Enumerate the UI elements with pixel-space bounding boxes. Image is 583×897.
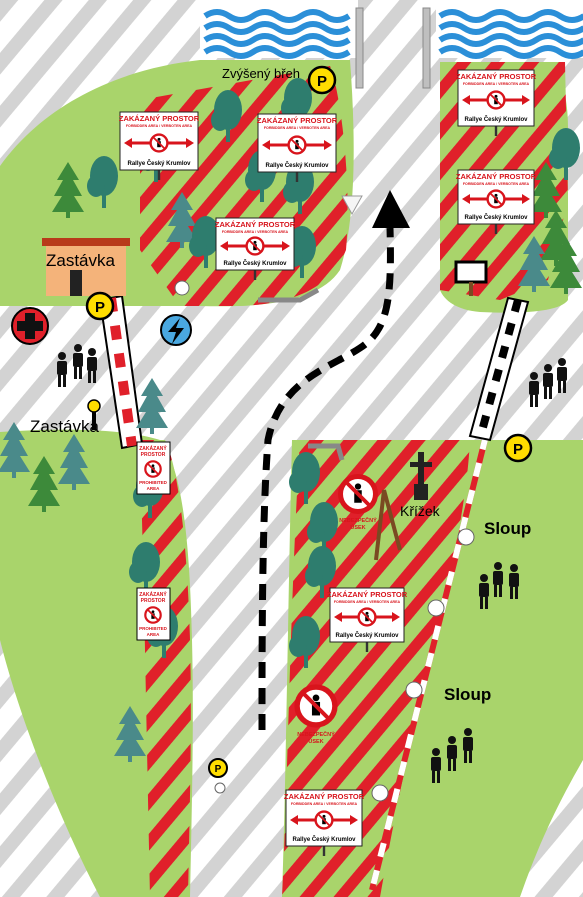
svg-text:Rallye Český Krumlov: Rallye Český Krumlov	[464, 214, 528, 221]
svg-text:ZAKÁZANÝ PROSTOR: ZAKÁZANÝ PROSTOR	[215, 220, 296, 229]
bus-stop-sign-left	[87, 399, 101, 430]
parking-icon-right[interactable]: P	[503, 433, 533, 463]
svg-text:FORBIDDEN AREA / VERBOTEN AREA: FORBIDDEN AREA / VERBOTEN AREA	[463, 82, 530, 86]
svg-text:FORBIDDEN AREA / VERBOTEN AREA: FORBIDDEN AREA / VERBOTEN AREA	[126, 124, 193, 128]
svg-text:ZAKÁZANÝ PROSTOR: ZAKÁZANÝ PROSTOR	[119, 114, 200, 123]
svg-text:PROHIBITED: PROHIBITED	[139, 626, 168, 631]
svg-text:ZAKÁZANÝ PROSTOR: ZAKÁZANÝ PROSTOR	[257, 116, 338, 125]
parking-icon-left[interactable]: P	[85, 291, 115, 321]
svg-text:ZAKÁZANÝ: ZAKÁZANÝ	[139, 445, 167, 452]
svg-text:ZAKÁZANÝ: ZAKÁZANÝ	[139, 591, 167, 598]
svg-text:Rallye Český Krumlov: Rallye Český Krumlov	[265, 162, 329, 169]
label-zvyseny-breh: Zvýšený břeh	[222, 66, 300, 81]
grey-rail-right	[308, 443, 345, 461]
svg-text:AREA: AREA	[147, 486, 161, 491]
svg-text:PROHIBITED: PROHIBITED	[139, 480, 168, 485]
svg-text:ZAKÁZANÝ PROSTOR: ZAKÁZANÝ PROSTOR	[456, 72, 537, 81]
svg-text:Rallye Český Krumlov: Rallye Český Krumlov	[335, 632, 399, 639]
svg-text:FORBIDDEN AREA / VERBOTEN AREA: FORBIDDEN AREA / VERBOTEN AREA	[463, 182, 530, 186]
svg-text:ZAKÁZANÝ PROSTOR: ZAKÁZANÝ PROSTOR	[456, 172, 537, 181]
svg-text:FORBIDDEN AREA / VERBOTEN AREA: FORBIDDEN AREA / VERBOTEN AREA	[264, 126, 331, 130]
svg-text:PROSTOR: PROSTOR	[141, 598, 166, 604]
parking-icon-top[interactable]: P	[307, 65, 337, 95]
svg-text:PROSTOR: PROSTOR	[141, 452, 166, 458]
label-zastavka-top: Zastávka	[46, 251, 116, 270]
label-krizek: Křížek	[400, 503, 441, 519]
info-board	[454, 260, 488, 296]
svg-text:ZAKÁZANÝ PROSTOR: ZAKÁZANÝ PROSTOR	[284, 792, 365, 801]
prohibited-sign-small-1: ZAKÁZANÝ PROSTOR PROHIBITED AREA	[136, 441, 171, 495]
svg-text:P: P	[513, 441, 523, 458]
triangle-marker	[341, 195, 363, 216]
danger-sign-1: NEBEZPEČNÝ ÚSEK	[339, 477, 377, 531]
svg-text:NEBEZPEČNÝ: NEBEZPEČNÝ	[339, 517, 377, 524]
svg-text:ZAKÁZANÝ PROSTOR: ZAKÁZANÝ PROSTOR	[327, 590, 408, 599]
svg-text:P: P	[95, 299, 105, 316]
svg-text:P: P	[215, 764, 222, 775]
svg-text:ÚSEK: ÚSEK	[350, 524, 365, 531]
barrier-gate-right[interactable]	[468, 296, 530, 442]
water-area-right	[436, 0, 583, 59]
svg-text:Rallye Český Krumlov: Rallye Český Krumlov	[292, 836, 356, 843]
grey-rail-top	[258, 287, 320, 303]
label-sloup-2: Sloup	[444, 685, 491, 704]
water-area-left	[200, 0, 358, 59]
label-sloup-1: Sloup	[484, 519, 531, 538]
danger-sign-2: NEBEZPEČNÝ ÚSEK	[297, 687, 335, 745]
first-aid-icon[interactable]	[11, 307, 49, 345]
wooden-stakes	[374, 489, 402, 561]
svg-text:Rallye Český Krumlov: Rallye Český Krumlov	[464, 116, 528, 123]
bus-stop-building	[42, 238, 130, 296]
svg-text:FORBIDDEN AREA / VERBOTEN AREA: FORBIDDEN AREA / VERBOTEN AREA	[334, 600, 401, 604]
prohibited-sign-small-2: ZAKÁZANÝ PROSTOR PROHIBITED AREA	[136, 587, 171, 641]
parking-icon-bottom[interactable]: P	[208, 758, 228, 778]
svg-text:P: P	[317, 73, 327, 90]
svg-text:NEBEZPEČNÝ: NEBEZPEČNÝ	[297, 731, 335, 738]
svg-text:Rallye Český Krumlov: Rallye Český Krumlov	[223, 260, 287, 267]
marker-points	[174, 280, 475, 802]
label-zastavka-left: Zastávka	[30, 417, 100, 436]
racing-line-arrow	[258, 190, 410, 731]
svg-text:FORBIDDEN AREA / VERBOTEN AREA: FORBIDDEN AREA / VERBOTEN AREA	[291, 802, 358, 806]
svg-text:FORBIDDEN AREA / VERBOTEN AREA: FORBIDDEN AREA / VERBOTEN AREA	[222, 230, 289, 234]
svg-text:ÚSEK: ÚSEK	[308, 738, 323, 745]
svg-text:AREA: AREA	[147, 632, 161, 637]
electric-icon[interactable]	[160, 314, 192, 346]
cross-icon	[410, 452, 432, 500]
svg-text:Rallye Český Krumlov: Rallye Český Krumlov	[127, 160, 191, 167]
